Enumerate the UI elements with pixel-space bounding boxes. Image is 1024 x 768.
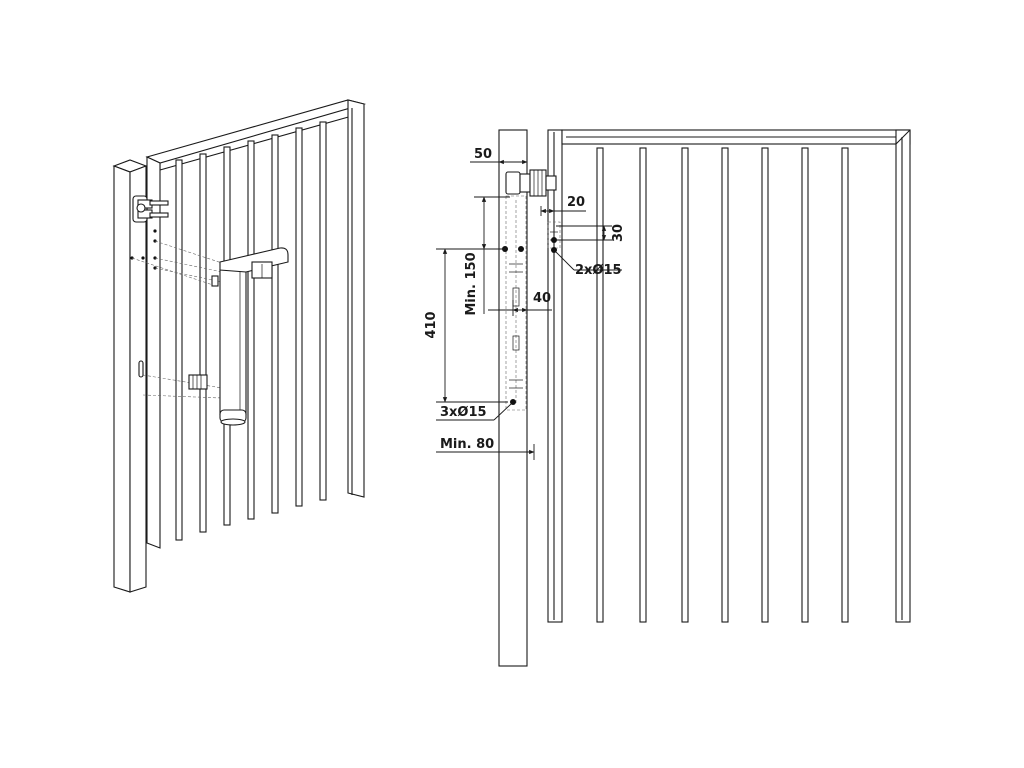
bottom-bracket-icon [188, 374, 208, 390]
perspective-view [112, 99, 367, 593]
dim-min-80: Min. 80 [436, 437, 535, 460]
fixed-post [112, 159, 148, 593]
drill-holes [502, 237, 557, 405]
gate-frame [145, 99, 367, 549]
dim-50-label: 50 [474, 147, 492, 162]
dim-410-label: 410 [424, 311, 439, 338]
front-gate-bars [596, 147, 849, 623]
gate-bars [175, 121, 327, 541]
dim-min-150-label: Min. 150 [464, 252, 479, 315]
dim-40: 40 [488, 291, 552, 316]
dim-50: 50 [470, 147, 528, 168]
dim-40-label: 40 [533, 291, 551, 306]
dim-30-label: 30 [611, 224, 626, 242]
projection-lines [131, 240, 223, 399]
dim-holes-bottom: 3xØ15 [436, 403, 512, 421]
dim-20-label: 20 [567, 195, 585, 210]
dim-holes-top: 2xØ15 [555, 251, 622, 278]
dim-holes-top-label: 2xØ15 [575, 263, 622, 278]
front-gate-frame [547, 129, 911, 623]
dim-holes-bottom-label: 3xØ15 [440, 405, 487, 420]
dim-30: 30 [556, 224, 626, 242]
front-post [498, 129, 528, 667]
dim-20: 20 [540, 195, 586, 216]
hinge-icon [132, 195, 169, 223]
dim-min-80-label: Min. 80 [440, 437, 494, 452]
dim-410: 410 [424, 248, 508, 403]
post-slot [138, 360, 144, 378]
gate-closer-icon [211, 247, 289, 426]
front-view: 50 20 30 2xØ15 Min. 1 [424, 129, 911, 667]
front-hinge-icon [505, 169, 557, 197]
